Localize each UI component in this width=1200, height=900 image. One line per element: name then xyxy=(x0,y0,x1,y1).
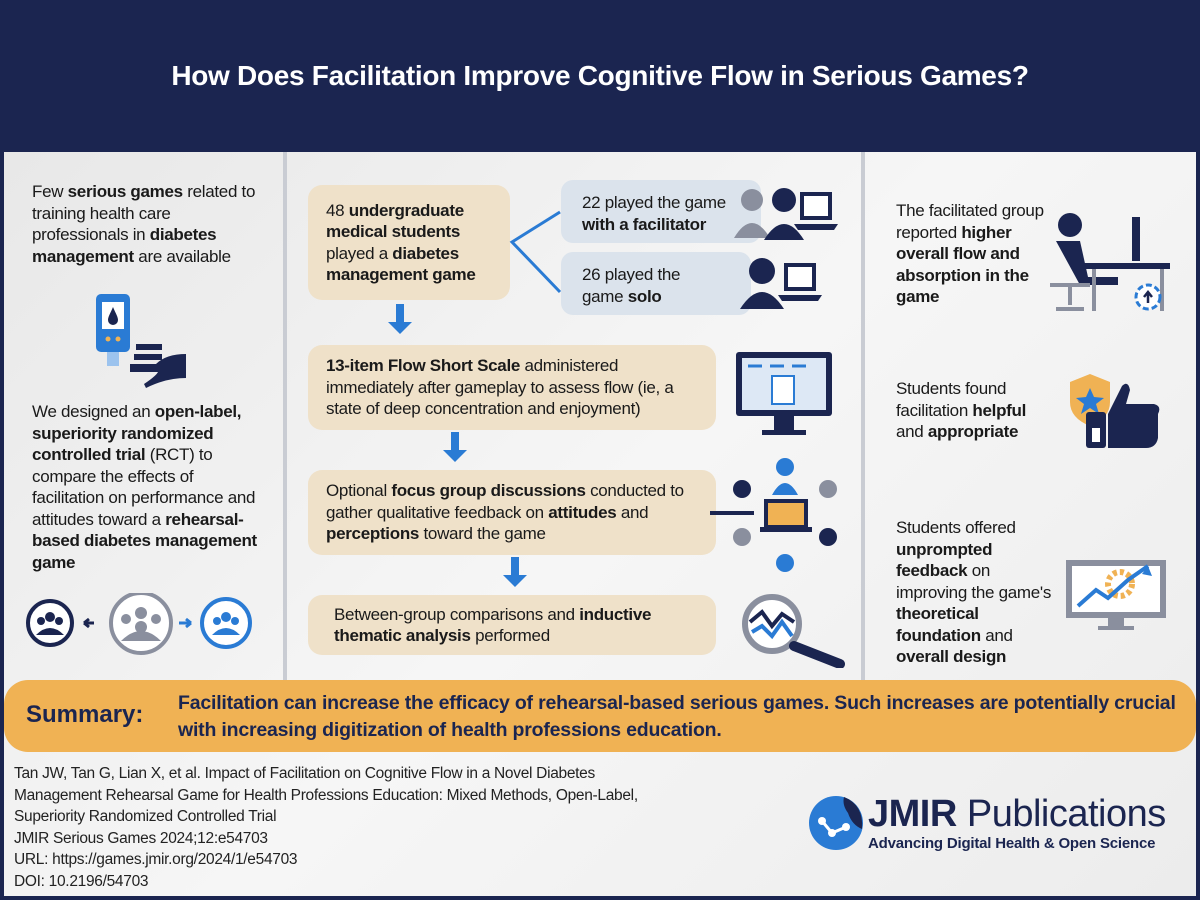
text-segment: Students offered xyxy=(896,518,1016,537)
intro-text: Few serious games related to training he… xyxy=(32,181,257,267)
text-segment: Optional xyxy=(326,481,392,501)
text-segment: and xyxy=(980,625,1013,645)
emphasis-text: diabetes management game xyxy=(326,243,476,285)
text-segment: are available xyxy=(133,246,231,266)
column-divider xyxy=(283,152,287,680)
analysis-box: Between-group comparisons and inductive … xyxy=(308,595,716,655)
text-segment: Between-group comparisons and xyxy=(334,604,580,624)
emphasis-text: overall design xyxy=(896,647,1007,666)
text-segment: and xyxy=(896,422,928,441)
summary-label: Summary: xyxy=(26,701,144,728)
column-divider xyxy=(861,152,865,680)
glucose-meter-icon xyxy=(96,294,186,388)
emphasis-text: appropriate xyxy=(927,422,1019,441)
jmir-tagline: Advancing Digital Health & Open Science xyxy=(868,835,1156,852)
facilitator-group-text: 22 played the game with a facilitator xyxy=(582,192,752,235)
rich-text: Few serious games related to training he… xyxy=(32,181,257,267)
facilitator-group-box xyxy=(561,180,761,243)
emphasis-text: inductive thematic analysis xyxy=(334,604,652,646)
text-segment: We designed an xyxy=(32,402,155,421)
flow-scale-box: 13-item Flow Short Scale administered im… xyxy=(308,345,716,430)
summary-banner xyxy=(4,680,1196,752)
jmir-logo-text: JMIR Publications xyxy=(868,793,1166,836)
text-segment: on improving the game's xyxy=(896,561,1052,602)
randomization-groups-icon xyxy=(26,593,252,655)
text-segment: (RCT) to compare the effects of facilita… xyxy=(32,445,256,529)
text-segment: toward the game xyxy=(419,524,546,544)
rich-text: 26 played the game solo xyxy=(582,264,712,307)
text-segment: 26 played the game xyxy=(582,265,681,306)
solo-group-box xyxy=(561,252,751,315)
text-segment: conducted to gather qualitative feedback… xyxy=(326,481,684,522)
emphasis-text: perceptions xyxy=(326,524,420,544)
header: How Does Facilitation Improve Cognitive … xyxy=(0,0,1200,152)
solo-student-icon xyxy=(740,258,822,309)
rich-text: The facilitated group reported higher ov… xyxy=(896,200,1044,308)
emphasis-text: rehearsal-based diabetes management game xyxy=(32,509,257,572)
down-arrow-icon xyxy=(503,557,527,587)
text-segment: Students found facilitation xyxy=(896,379,1007,420)
emphasis-text: unprompted feedback xyxy=(896,539,993,581)
emphasis-text: diabetes management xyxy=(32,225,217,266)
citation-line: Superiority Randomized Controlled Trial xyxy=(14,808,277,825)
citation: Tan JW, Tan G, Lian X, et al. Impact of … xyxy=(14,763,638,892)
rich-text: 22 played the game with a facilitator xyxy=(582,192,752,235)
emphasis-text: with a facilitator xyxy=(582,214,707,234)
emphasis-text: 13-item Flow Short Scale xyxy=(326,356,521,376)
logo-rest: Publications xyxy=(956,793,1166,835)
emphasis-text: open-label, superiority randomized contr… xyxy=(32,402,242,464)
facilitator-with-student-icon xyxy=(734,188,838,240)
rich-text: Optional focus group discussions conduct… xyxy=(326,480,698,545)
person-at-computer-icon xyxy=(1050,213,1170,311)
text-segment: 22 played the game xyxy=(582,193,726,212)
emphasis-text: attitudes xyxy=(548,502,617,522)
emphasis-text: higher overall flow and absorption in th… xyxy=(896,222,1029,307)
rich-text: 48 undergraduate medical students played… xyxy=(326,200,492,286)
citation-url[interactable]: URL: https://games.jmir.org/2024/1/e5470… xyxy=(14,851,298,868)
jmir-logo-icon xyxy=(809,796,863,850)
text-segment: played a xyxy=(326,243,393,263)
citation-journal: JMIR Serious Games 2024;12:e54703 xyxy=(14,829,268,847)
text-segment: related to training health care professi… xyxy=(32,182,256,244)
finding-higher-flow: The facilitated group reported higher ov… xyxy=(896,200,1044,308)
text-segment: and xyxy=(616,502,649,522)
participants-box: 48 undergraduate medical students played… xyxy=(308,185,510,300)
logo-bold: JMIR xyxy=(868,793,957,835)
finding-feedback: Students offered unprompted feedback on … xyxy=(896,517,1056,668)
rich-text: 13-item Flow Short Scale administered im… xyxy=(326,355,698,420)
citation-line: Tan JW, Tan G, Lian X, et al. Impact of … xyxy=(14,765,595,782)
monitor-checklist-icon xyxy=(736,352,832,435)
text-segment: The facilitated group reported xyxy=(896,201,1044,242)
text-segment: Few xyxy=(32,182,68,201)
rich-text: Students found facilitation helpful and … xyxy=(896,378,1056,443)
down-arrow-icon xyxy=(443,432,467,462)
focus-group-discussion-icon xyxy=(710,458,837,572)
emphasis-text: serious games xyxy=(67,182,183,201)
rich-text: Students offered unprompted feedback on … xyxy=(896,517,1056,668)
summary-text: Facilitation can increase the efficacy o… xyxy=(178,692,1176,741)
monitor-growth-icon xyxy=(1066,560,1166,630)
emphasis-text: undergraduate medical students xyxy=(326,200,464,242)
emphasis-text: focus group discussions xyxy=(391,481,586,501)
emphasis-text: theoretical foundation xyxy=(896,604,981,645)
focus-group-box: Optional focus group discussions conduct… xyxy=(308,470,716,555)
text-segment: administered immediately after gameplay … xyxy=(326,356,674,419)
solo-group-text: 26 played the game solo xyxy=(582,264,712,307)
study-design-text: We designed an open-label, superiority r… xyxy=(32,401,267,573)
magnifier-analysis-icon xyxy=(742,594,845,668)
text-segment: performed xyxy=(470,626,550,645)
page-title: How Does Facilitation Improve Cognitive … xyxy=(171,60,1029,91)
shield-thumbs-up-icon xyxy=(1070,374,1160,448)
emphasis-text: solo xyxy=(627,286,662,306)
citation-doi[interactable]: DOI: 10.2196/54703 xyxy=(14,872,149,890)
rich-text: We designed an open-label, superiority r… xyxy=(32,401,267,573)
down-arrow-icon xyxy=(388,304,412,334)
finding-helpful: Students found facilitation helpful and … xyxy=(896,378,1056,443)
rich-text: Between-group comparisons and inductive … xyxy=(334,604,698,647)
citation-line: Management Rehearsal Game for Health Pro… xyxy=(14,786,638,804)
text-segment: 48 xyxy=(326,200,349,220)
emphasis-text: helpful xyxy=(972,400,1027,420)
branch-lines xyxy=(509,210,562,294)
